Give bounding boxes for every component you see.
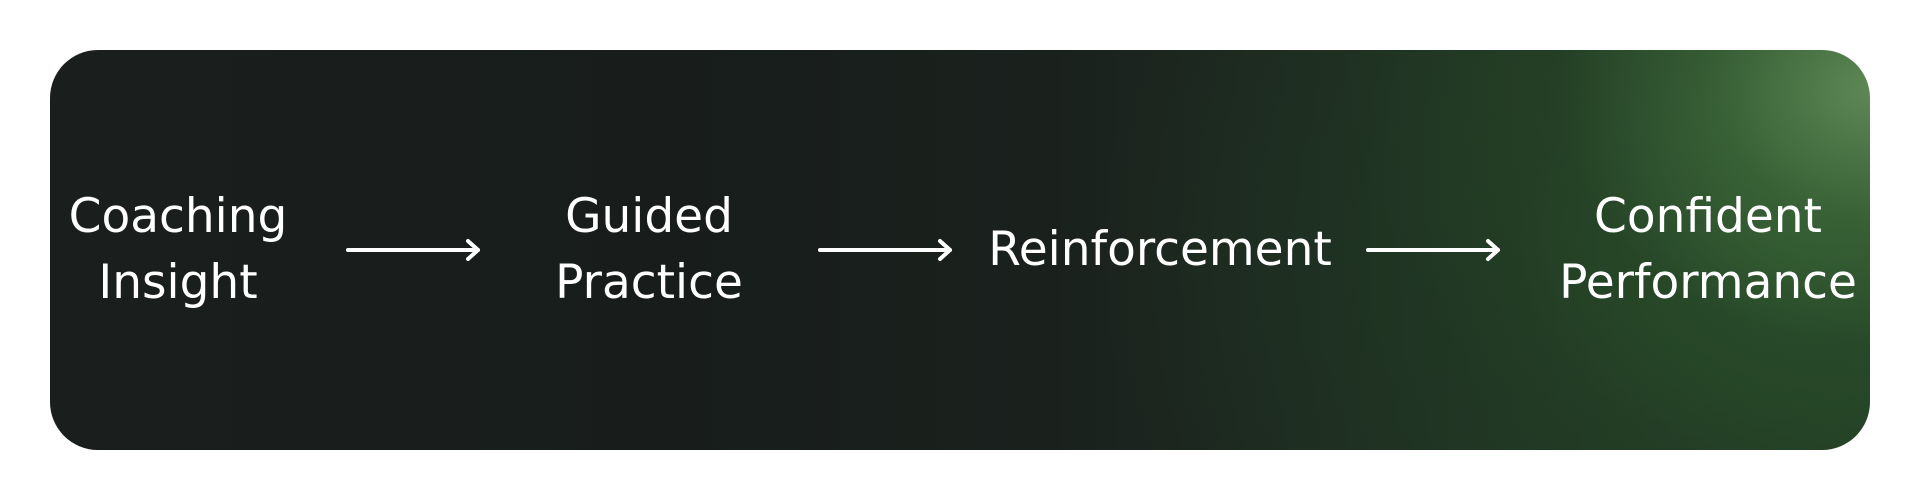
step-reinforcement: Reinforcement (988, 217, 1332, 283)
step-guided-practice-line-1: Guided (565, 189, 733, 244)
step-guided-practice-line-2: Practice (555, 255, 743, 310)
step-confident-performance: Confident Performance (1559, 184, 1857, 316)
step-guided-practice: Guided Practice (555, 184, 743, 316)
step-coaching-insight-line-2: Insight (98, 255, 258, 310)
step-coaching-insight-line-1: Coaching (68, 189, 288, 244)
right-arrow-icon (346, 238, 482, 262)
right-arrow-icon (1366, 238, 1502, 262)
step-coaching-insight: Coaching Insight (69, 184, 288, 316)
right-arrow-icon (818, 238, 954, 262)
step-reinforcement-line-1: Reinforcement (988, 222, 1332, 277)
step-confident-performance-line-1: Confident (1594, 189, 1822, 244)
process-flow-panel: Coaching Insight Guided Practice Reinfor… (50, 50, 1870, 450)
step-confident-performance-line-2: Performance (1559, 255, 1857, 310)
